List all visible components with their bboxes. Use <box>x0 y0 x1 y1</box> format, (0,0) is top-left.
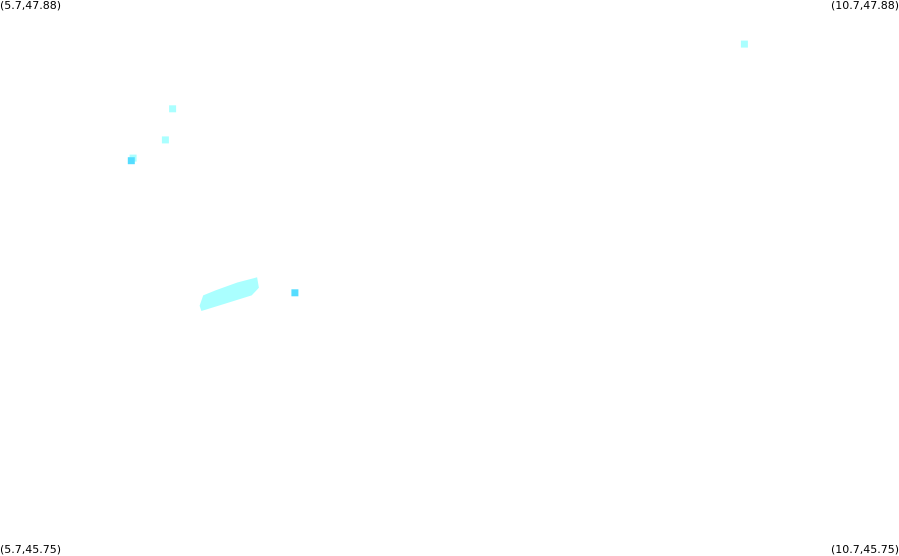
map-cell <box>291 289 299 297</box>
map-cell <box>740 40 748 48</box>
corner-label-bottom-right: (10.7,45.75) <box>830 543 899 556</box>
map-cell <box>127 157 135 165</box>
corner-label-top-left: (5.7,47.88) <box>0 0 62 12</box>
corner-label-bottom-left: (5.7,45.75) <box>0 543 62 556</box>
map-cell <box>161 136 169 144</box>
map-cell <box>169 105 177 113</box>
map-region <box>199 277 259 311</box>
corner-label-top-right: (10.7,47.88) <box>830 0 899 12</box>
